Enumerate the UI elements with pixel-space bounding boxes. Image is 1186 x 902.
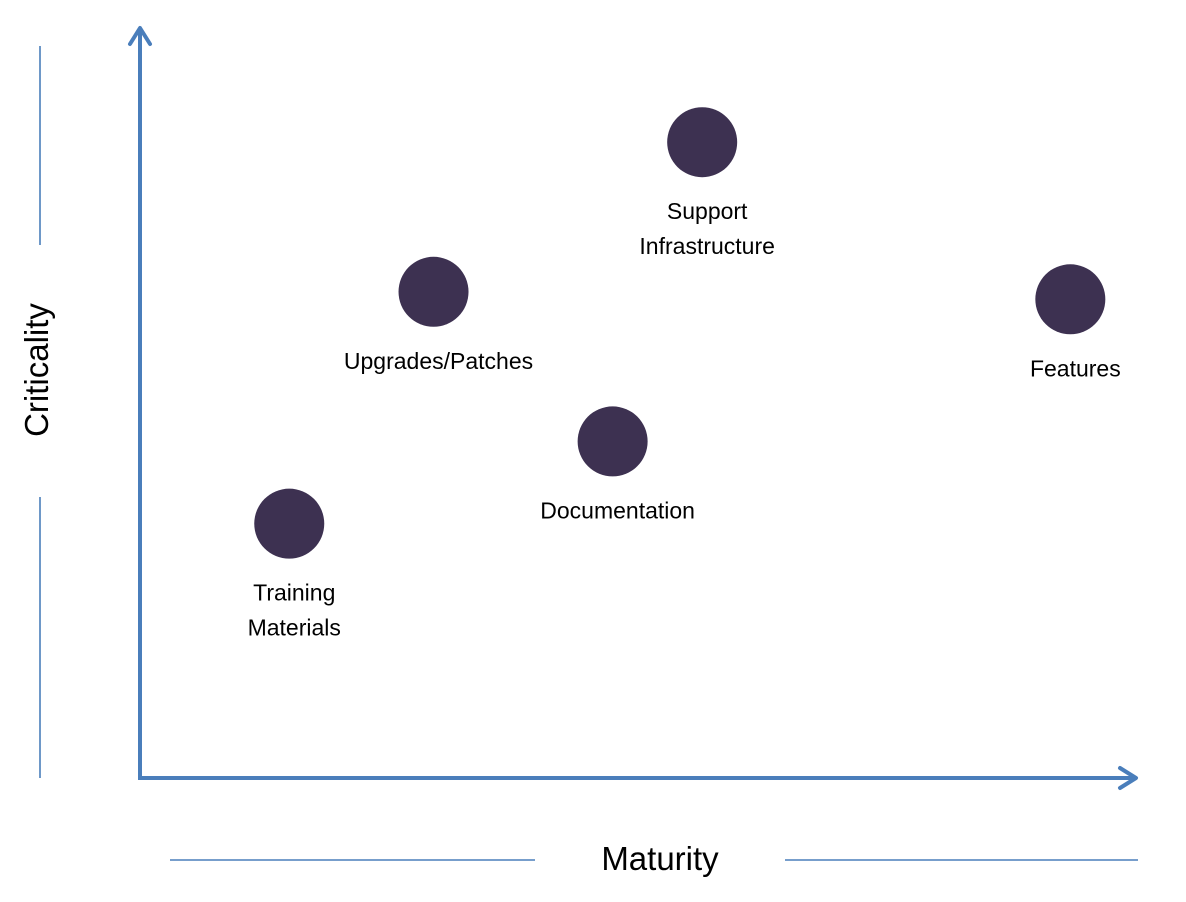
point-upgrades-patches xyxy=(398,256,469,327)
y-axis-arrowhead xyxy=(128,26,152,46)
point-features xyxy=(1035,264,1106,335)
point-label-line: Documentation xyxy=(540,497,695,523)
point-label-features: Features xyxy=(1030,355,1121,381)
point-label-line: Upgrades/Patches xyxy=(344,348,533,374)
x-axis-arrowhead xyxy=(1118,766,1138,790)
point-support-infrastructure xyxy=(667,107,738,178)
point-label-line: Support xyxy=(667,198,748,224)
y-axis-title: Criticality xyxy=(18,303,55,437)
point-label-line: Infrastructure xyxy=(639,233,775,259)
point-label-upgrades-patches: Upgrades/Patches xyxy=(344,348,533,374)
axes xyxy=(128,26,1138,790)
point-training-materials xyxy=(254,488,325,559)
point-label-line: Features xyxy=(1030,355,1121,381)
point-label-documentation: Documentation xyxy=(540,497,695,523)
point-documentation xyxy=(577,406,648,477)
x-axis-title: Maturity xyxy=(601,840,719,877)
point-label-line: Training xyxy=(253,580,335,606)
point-label-line: Materials xyxy=(248,615,341,641)
decorative-lines xyxy=(39,46,1138,861)
